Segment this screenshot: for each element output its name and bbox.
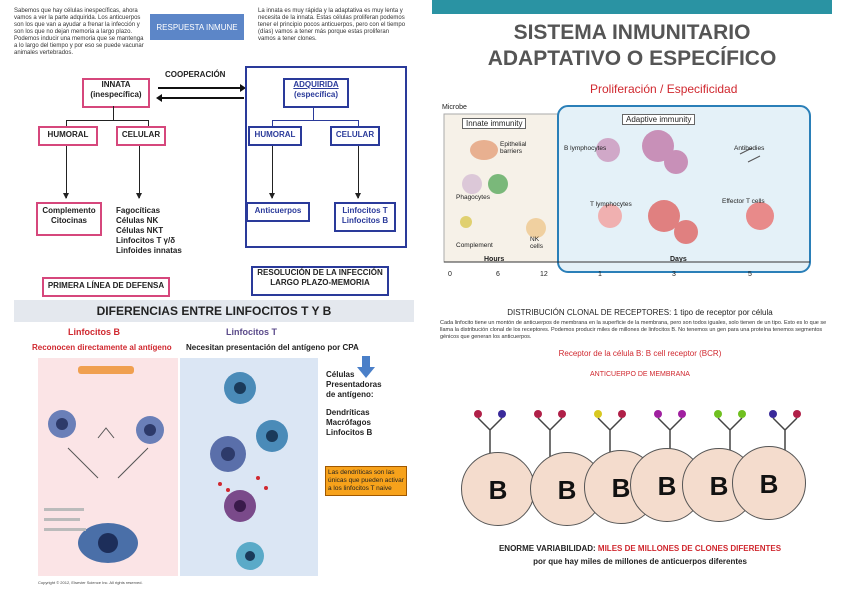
anticuerpos-box: Anticuerpos [246, 202, 310, 222]
immunity-figure [440, 98, 814, 280]
lb-title: Linfocitos B [68, 327, 120, 337]
enorme-line2: por que hay miles de millones de anticue… [533, 557, 747, 566]
innata-humoral-box: HUMORAL [38, 126, 98, 146]
teal-bar [432, 0, 832, 14]
fig-tick-d1: 1 [598, 271, 602, 278]
down-arrow-icon [357, 356, 375, 383]
adquirida-humoral-box: HUMORAL [248, 126, 302, 146]
fig-tick-h2: 12 [540, 271, 548, 278]
right-subtitle: Proliferación / Especificidad [590, 82, 738, 96]
lt-sub: Necesitan presentación del antígeno por … [186, 343, 359, 352]
lb-sub: Reconocen directamente al antígeno [32, 343, 172, 352]
b-lymphocyte-panel [38, 358, 178, 576]
celular-list: Fagocíticas Células NK Células NKT Linfo… [116, 206, 182, 255]
innata-celular-box: CELULAR [116, 126, 166, 146]
fig-b-lymph: B lymphocytes [564, 145, 607, 152]
anticuerpo-membrana: ANTICUERPO DE MEMBRANA [590, 371, 690, 378]
fig-tick-d5: 5 [748, 271, 752, 278]
fig-phagocytes: Phagocytes [456, 194, 490, 201]
distribucion-title: DISTRIBUCIÓN CLONAL DE RECEPTORES: 1 tip… [507, 308, 773, 317]
fig-t-lymph: T lymphocytes [590, 201, 632, 208]
linfocitos-tb-box: Linfocitos T Linfocitos B [334, 202, 396, 232]
adquirida-box: ADQUIRIDA (específica) [283, 78, 349, 108]
arrow-celular [136, 146, 142, 199]
fig-effector: Effector T cells [722, 198, 765, 205]
distribucion-text: Cada linfocito tiene un montón de anticu… [440, 320, 827, 340]
enorme-line: ENORME VARIABILIDAD: MILES DE MILLONES D… [498, 544, 782, 553]
primera-linea-box: PRIMERA LÍNEA DE DEFENSA [42, 277, 170, 297]
adquirida-celular-box: CELULAR [330, 126, 380, 146]
receptors-row [470, 400, 810, 460]
top-note: La innata es muy rápida y la adaptativa … [258, 8, 406, 42]
fig-tick-h1: 6 [496, 271, 500, 278]
cooperation-arrows [156, 82, 246, 109]
complemento-box: Complemento Citocinas [36, 202, 102, 236]
fig-microbe: Microbe [442, 104, 467, 111]
fig-nk: NK cells [530, 236, 544, 250]
copyright: Copyright © 2012, Elsevier Science Inc. … [38, 580, 143, 585]
arrow-humoral [63, 146, 69, 199]
b-cell-1: B [461, 452, 535, 526]
t-lymphocyte-panel [180, 358, 318, 576]
cpa-list: Células Presentadoras de antígeno: Dendr… [326, 370, 382, 437]
fig-innate: Innate immunity [462, 118, 527, 129]
respuesta-inmune-button[interactable]: RESPUESTA INMUNE [150, 14, 244, 40]
fig-adaptive: Adaptive immunity [622, 114, 696, 125]
intro-text: Sabemos que hay células inespecíficas, a… [14, 8, 144, 56]
cooperacion-label: COOPERACIÓN [165, 70, 226, 79]
innata-box: INNATA (inespecífica) [82, 78, 150, 108]
right-title: SISTEMA INMUNITARIO ADAPTATIVO O ESPECÍF… [487, 21, 777, 70]
fig-complement: Complement [456, 242, 493, 249]
resolucion-box: RESOLUCIÓN DE LA INFECCIÓN LARGO PLAZO-M… [251, 266, 389, 296]
lt-title: Linfocitos T [226, 327, 277, 337]
receptor-line: Receptor de la célula B: B cell receptor… [558, 349, 722, 358]
diferencias-header: DIFERENCIAS ENTRE LINFOCITOS T Y B [14, 300, 414, 322]
b-cell-6: B [732, 446, 806, 520]
arrow-adq-celular [355, 146, 361, 199]
fig-days: Days [670, 256, 687, 263]
fig-antibodies: Antibodies [734, 145, 765, 152]
fig-tick-h0: 0 [448, 271, 452, 278]
fig-hours: Hours [484, 256, 505, 263]
adquirida-frame [245, 66, 407, 248]
dendriticas-note: Las dendríticas son las únicas que puede… [325, 466, 407, 496]
fig-epithelial: Epithelial barriers [500, 141, 527, 155]
fig-tick-d3: 3 [672, 271, 676, 278]
arrow-adq-humoral [269, 146, 275, 199]
